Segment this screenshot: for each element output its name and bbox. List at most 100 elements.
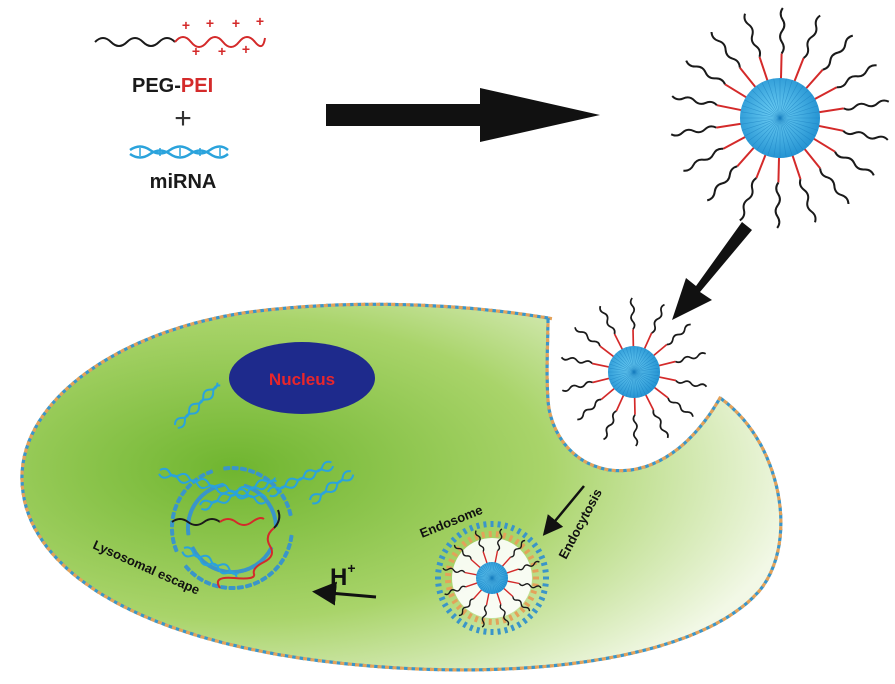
pei-segment — [716, 123, 744, 127]
lysosome-lipid — [186, 528, 191, 535]
endosome — [435, 521, 549, 635]
nanoparticle-entering — [562, 298, 707, 446]
pei-segment — [812, 87, 837, 101]
peg-segment — [671, 126, 716, 135]
endosome-lipid — [489, 531, 492, 537]
pei-segment — [781, 54, 782, 83]
peg-segment — [676, 381, 707, 387]
peg-segment — [577, 399, 601, 419]
peg-segment — [843, 131, 888, 140]
pei-segment — [657, 377, 676, 381]
charge-mark: + — [206, 15, 214, 31]
peg-segment — [672, 96, 717, 105]
pei-label: PEI — [181, 75, 213, 97]
peg-segment — [676, 353, 706, 362]
peg-chain — [95, 38, 175, 46]
pei-segment — [778, 154, 779, 183]
peg-segment — [837, 65, 877, 87]
lysosome-lipid — [232, 466, 239, 470]
charge-mark: + — [242, 41, 250, 57]
pei-segment — [601, 387, 616, 400]
pei-segment — [653, 386, 669, 398]
endosome-lipid — [435, 577, 441, 580]
pei-charges: +++++++ — [182, 13, 264, 59]
pei-segment — [815, 125, 843, 131]
charge-mark: + — [182, 17, 190, 33]
peg-segment — [780, 8, 784, 54]
peg-segment — [686, 61, 725, 85]
mirna-label: miRNA — [150, 171, 217, 193]
pei-segment — [793, 58, 803, 85]
peg-segment — [600, 306, 615, 334]
pei-segment — [791, 152, 800, 179]
peg-segment — [820, 168, 848, 204]
pei-segment — [615, 334, 624, 351]
cell — [20, 303, 782, 672]
pei-segment — [816, 108, 844, 112]
pei-segment — [811, 137, 835, 152]
endosome-lipid — [489, 619, 492, 625]
peg-segment — [604, 411, 617, 439]
endosome-lipid — [491, 629, 494, 635]
peg-segment — [835, 152, 874, 176]
endosome-lipid — [445, 573, 451, 576]
mirna-strand — [130, 147, 228, 158]
peg-segment — [740, 178, 757, 220]
delivery-arrow — [672, 222, 752, 320]
peg-segment — [668, 398, 693, 417]
charge-mark: + — [256, 13, 264, 29]
peg-segment — [562, 357, 593, 363]
pei-segment — [645, 393, 654, 410]
pei-segment — [737, 145, 756, 166]
endosome-lipid — [543, 577, 549, 580]
endosome-lipid — [445, 580, 451, 583]
pei-segment — [593, 378, 612, 383]
lysosome-lipid — [170, 529, 174, 536]
charge-mark: + — [192, 43, 200, 59]
peg-segment — [776, 183, 780, 229]
peg-segment — [800, 179, 816, 222]
pei-segment — [616, 393, 624, 411]
peg-segment — [631, 298, 635, 329]
pei-segment — [804, 70, 823, 91]
pei-segment — [802, 146, 820, 168]
lysosome-lipid — [229, 586, 236, 590]
peg-segment — [712, 32, 740, 68]
assembly-arrow — [326, 88, 600, 142]
pei-segment — [600, 346, 616, 358]
peg-segment — [707, 166, 737, 200]
peg-segment — [667, 324, 691, 344]
lysosome-lipid — [223, 466, 230, 471]
pei-segment — [592, 364, 611, 368]
peg-segment — [683, 149, 723, 171]
pei-segment — [725, 84, 749, 99]
peg-segment — [562, 382, 592, 391]
charge-mark: + — [218, 43, 226, 59]
nucleus-label: Nucleus — [269, 370, 335, 389]
peg-segment — [575, 327, 600, 346]
pei-segment — [657, 362, 676, 367]
endosome-lipid — [491, 521, 494, 527]
nanoparticle-large — [671, 8, 889, 228]
pei-segment — [760, 57, 769, 84]
lipid — [546, 318, 549, 327]
pei-segment — [717, 105, 745, 111]
pei-segment — [740, 68, 758, 90]
peg-segment — [744, 14, 760, 57]
peg-segment — [804, 16, 821, 58]
peg-segment — [823, 36, 853, 70]
pei-segment — [756, 152, 766, 179]
endosome-lipid — [533, 577, 539, 580]
peg-segment — [844, 100, 889, 109]
peg-segment — [652, 305, 665, 333]
peg-segment — [653, 410, 668, 438]
charge-mark: + — [232, 15, 240, 31]
cell-body — [22, 304, 781, 670]
peg-segment — [633, 415, 637, 446]
pei-segment — [723, 135, 748, 149]
pei-segment — [644, 333, 652, 351]
peg-label: PEG-PEI — [132, 75, 213, 97]
nucleus: Nucleus — [229, 342, 375, 414]
